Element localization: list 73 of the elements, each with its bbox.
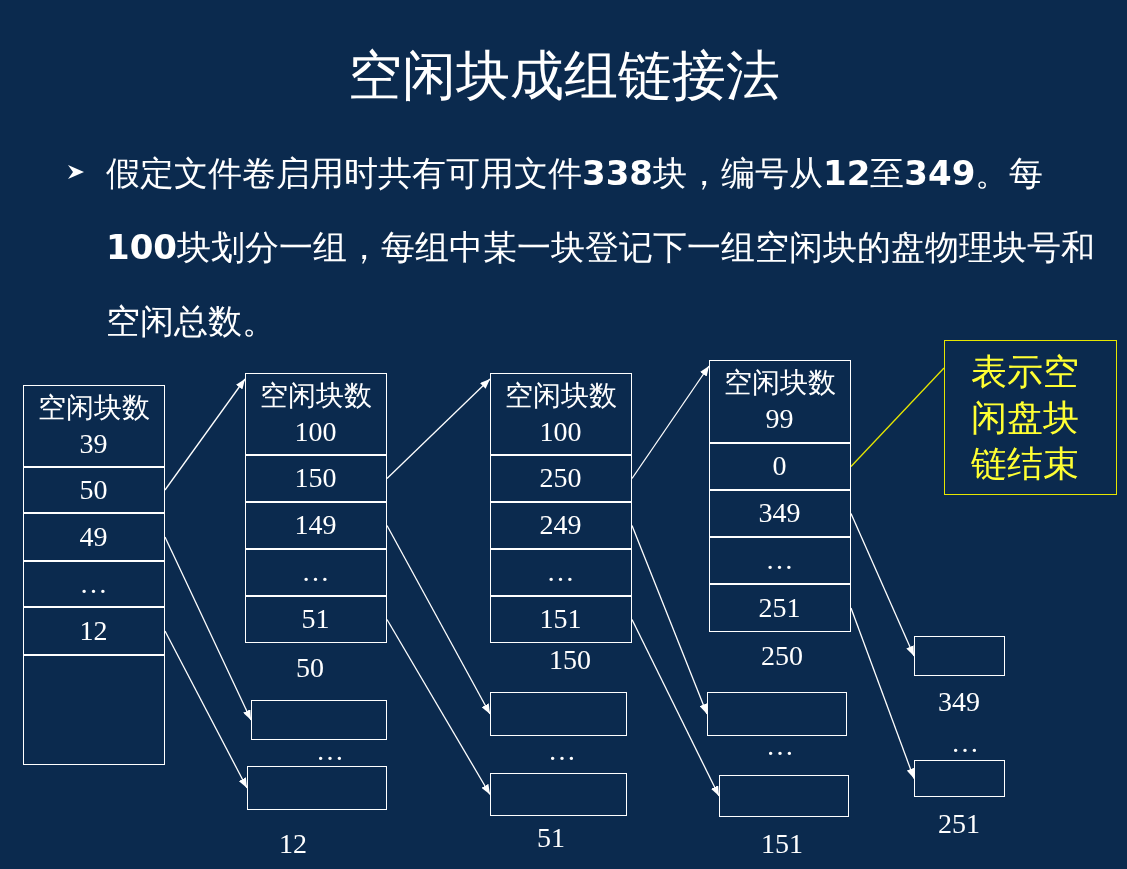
table-row bbox=[22, 466, 165, 513]
disk-block bbox=[914, 636, 1005, 676]
cell-value: 149 bbox=[294, 508, 337, 542]
cell-value: 39 bbox=[79, 426, 108, 461]
disk-block bbox=[914, 760, 1005, 797]
title: 空闲块成组链接法 bbox=[346, 45, 781, 108]
callout-box bbox=[944, 340, 1117, 495]
table-row bbox=[244, 454, 387, 502]
header-label: 空闲块数 bbox=[259, 378, 372, 413]
table-row bbox=[244, 501, 387, 549]
table-row bbox=[22, 560, 165, 607]
block-number: 12 bbox=[278, 828, 308, 860]
arrow bbox=[164, 630, 248, 789]
block-number: 251 bbox=[937, 808, 981, 840]
table-row bbox=[244, 548, 387, 596]
arrow bbox=[631, 365, 710, 480]
block-number: 51 bbox=[536, 822, 566, 854]
arrow bbox=[631, 618, 720, 797]
cell-value: 100 bbox=[294, 414, 337, 449]
table-row bbox=[708, 536, 851, 584]
table-row bbox=[708, 489, 851, 537]
arrow bbox=[850, 512, 915, 657]
table-row bbox=[22, 512, 165, 561]
cell-value: 50 bbox=[79, 472, 108, 507]
cell-value: 251 bbox=[758, 590, 801, 625]
disk-block bbox=[707, 692, 847, 736]
arrow bbox=[631, 524, 708, 715]
disk-block bbox=[490, 773, 627, 816]
cell-value: 49 bbox=[79, 519, 108, 554]
disk-block bbox=[719, 775, 849, 817]
cell-value: 99 bbox=[765, 402, 794, 436]
cell-value: 249 bbox=[539, 508, 582, 542]
header-label: 空闲块数 bbox=[723, 366, 836, 400]
table-row bbox=[22, 606, 165, 655]
table-row bbox=[489, 501, 632, 549]
block-number: 50 bbox=[295, 652, 325, 684]
cell-value: 51 bbox=[301, 602, 330, 636]
paragraph: 假定文件卷启用时共有可用文件338块，编号从12至349。每100块划分一组，每组中某一块登记下一组空闲块的盘物理块号和空闲总数。 bbox=[106, 152, 1096, 343]
ellipsis: … bbox=[765, 730, 795, 762]
cell-value: … bbox=[546, 555, 575, 589]
cell-value: … bbox=[765, 543, 794, 577]
table-row bbox=[708, 442, 851, 490]
cell-value: 0 bbox=[772, 449, 787, 483]
header-label: 空闲块数 bbox=[504, 378, 617, 413]
block-number: 151 bbox=[760, 828, 804, 860]
header-label: 空闲块数 bbox=[37, 390, 150, 425]
cell-value: … bbox=[301, 555, 330, 589]
arrow bbox=[386, 524, 491, 715]
arrow bbox=[164, 378, 246, 491]
cell-value: 12 bbox=[79, 613, 108, 648]
cell-value: 100 bbox=[539, 414, 582, 449]
arrow bbox=[386, 378, 491, 480]
ellipsis: … bbox=[950, 727, 980, 759]
block-number: 150 bbox=[548, 644, 592, 676]
disk-block bbox=[247, 766, 387, 810]
ellipsis: … bbox=[547, 735, 577, 767]
block-number: 349 bbox=[937, 686, 981, 718]
callout-text: 表示空闲盘块链结束 bbox=[971, 349, 1080, 486]
arrow bbox=[164, 536, 252, 721]
cell-value: 150 bbox=[294, 461, 337, 495]
disk-block bbox=[251, 700, 387, 740]
ellipsis: … bbox=[315, 735, 345, 767]
cell-value: 349 bbox=[758, 496, 801, 530]
leader-line bbox=[850, 367, 945, 468]
cell-value: … bbox=[79, 566, 108, 601]
arrow bbox=[850, 607, 915, 780]
table-row bbox=[489, 548, 632, 596]
disk-block bbox=[490, 692, 627, 736]
cell-value: 151 bbox=[539, 602, 582, 636]
cell-value: 250 bbox=[539, 461, 582, 495]
arrow bbox=[386, 618, 491, 796]
table-row bbox=[489, 454, 632, 502]
block-number: 250 bbox=[760, 640, 804, 672]
